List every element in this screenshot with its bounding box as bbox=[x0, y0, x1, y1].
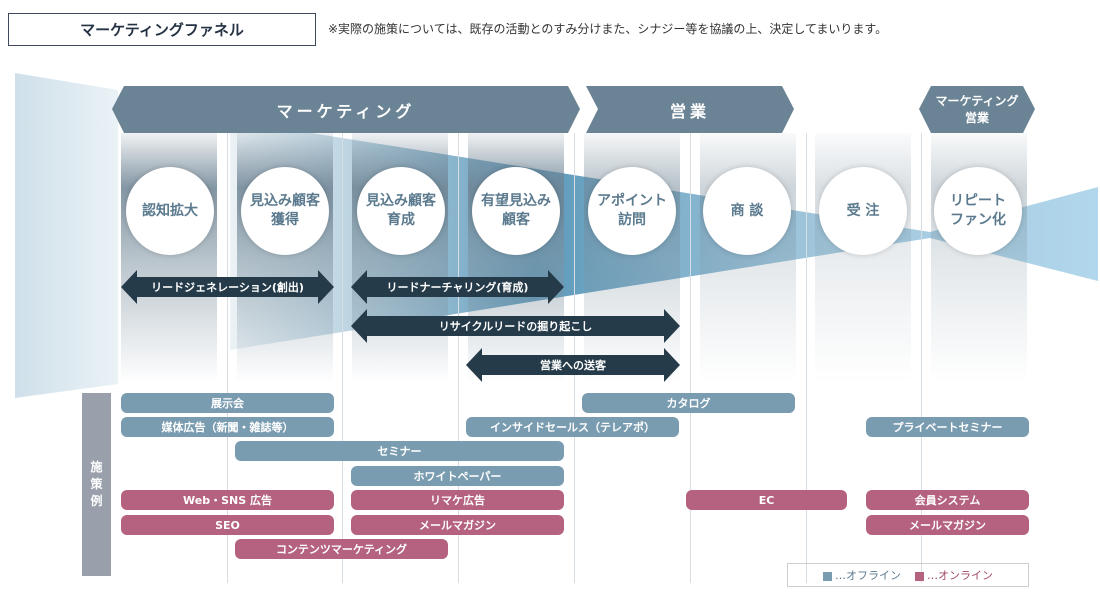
measure-mail-magazine: メールマガジン bbox=[351, 515, 564, 535]
step-label: 有望見込み bbox=[481, 193, 551, 209]
step-label: 見込み顧客 bbox=[250, 193, 320, 209]
measure-mail-magazine-2: メールマガジン bbox=[866, 515, 1029, 535]
legend: …オフライン …オンライン bbox=[787, 563, 1029, 587]
offline-swatch-icon bbox=[823, 571, 832, 581]
arrow-label: リードナーチャリング(育成) bbox=[386, 281, 529, 294]
double-arrow-icon bbox=[351, 309, 680, 343]
step-label-2: 訪問 bbox=[618, 212, 646, 228]
step-label: 認知拡大 bbox=[142, 202, 198, 219]
column-divider bbox=[806, 133, 807, 583]
step-lead-acquisition: 見込み顧客獲得 bbox=[241, 167, 329, 255]
measures-label-char: 例 bbox=[90, 494, 103, 508]
arrow-to-sales: 営業への送客 bbox=[466, 348, 680, 382]
stage-marketing-sales-line1: マーケティング bbox=[935, 93, 1019, 108]
double-arrow-icon bbox=[466, 348, 680, 382]
step-repeat-fan: リピートファン化 bbox=[934, 167, 1022, 255]
measure-ec: EC bbox=[686, 490, 847, 510]
online-swatch-icon bbox=[915, 571, 924, 581]
arrow-label: リードジェネレーション(創出) bbox=[151, 281, 304, 294]
step-awareness: 認知拡大 bbox=[126, 167, 214, 255]
measure-content-marketing: コンテンツマーケティング bbox=[235, 539, 448, 559]
stage-sales: 営業 bbox=[669, 101, 710, 121]
step-label-2: 獲得 bbox=[271, 212, 299, 228]
measures-label-char: 策 bbox=[90, 477, 103, 491]
step-label-2: 育成 bbox=[387, 212, 415, 228]
page-title: マーケティングファネル bbox=[8, 13, 316, 46]
arrow-label: リサイクルリードの掘り起こし bbox=[438, 320, 593, 333]
measure-web-sns-ads: Web・SNS 広告 bbox=[121, 490, 334, 510]
stage-marketing-sales-line2: 営業 bbox=[964, 110, 989, 125]
step-label: 見込み顧客 bbox=[366, 193, 436, 209]
legend-offline-label: …オフライン bbox=[835, 569, 901, 582]
arrow-lead-nurturing: リードナーチャリング(育成) bbox=[351, 270, 564, 304]
legend-online: …オンライン bbox=[915, 567, 993, 583]
measure-inside-sales: インサイドセールス（テレアポ） bbox=[466, 417, 679, 437]
step-label: アポイント bbox=[597, 193, 667, 209]
measure-exhibition: 展示会 bbox=[121, 393, 334, 413]
step-label-2: ファン化 bbox=[950, 212, 1006, 228]
double-arrow-icon bbox=[121, 270, 334, 304]
measure-private-seminar: プライベートセミナー bbox=[866, 417, 1029, 437]
column-divider bbox=[690, 133, 691, 583]
step-appointment: アポイント訪問 bbox=[588, 167, 676, 255]
measures-label-char: 施 bbox=[90, 460, 103, 474]
column-divider bbox=[921, 133, 922, 583]
arrow-recycle-leads: リサイクルリードの掘り起こし bbox=[351, 309, 680, 343]
measure-seo: SEO bbox=[121, 515, 334, 535]
step-qualified-lead: 有望見込み顧客 bbox=[472, 167, 560, 255]
measure-seminar: セミナー bbox=[235, 441, 564, 461]
step-label: 商 談 bbox=[730, 202, 764, 219]
measure-catalog: カタログ bbox=[582, 393, 795, 413]
step-negotiation: 商 談 bbox=[703, 167, 791, 255]
measure-member-system: 会員システム bbox=[866, 490, 1029, 510]
step-label: リピート bbox=[950, 193, 1006, 209]
arrow-label: 営業への送客 bbox=[540, 359, 606, 372]
measure-remarketing-ads: リマケ広告 bbox=[351, 490, 564, 510]
measure-media-ads: 媒体広告（新聞・雑誌等） bbox=[121, 417, 334, 437]
step-lead-nurturing: 見込み顧客育成 bbox=[357, 167, 445, 255]
measures-label: 施 策 例 bbox=[82, 393, 111, 576]
step-label-2: 顧客 bbox=[502, 212, 530, 228]
column-divider bbox=[342, 133, 343, 583]
measure-whitepaper: ホワイトペーパー bbox=[351, 466, 564, 486]
stage-marketing-sales-shape bbox=[919, 86, 1035, 133]
stage-sales-shape bbox=[586, 86, 794, 133]
stage-marketing-sales: マーケティング 営業 bbox=[919, 86, 1035, 133]
step-label: 受 注 bbox=[846, 202, 880, 219]
legend-offline: …オフライン bbox=[823, 567, 901, 583]
legend-online-label: …オンライン bbox=[927, 569, 993, 582]
arrow-lead-generation: リードジェネレーション(創出) bbox=[121, 270, 334, 304]
funnel-left-cone bbox=[15, 73, 118, 398]
header-note: ※実際の施策については、既存の活動とのすみ分けまた、シナジー等を協議の上、決定し… bbox=[328, 22, 888, 36]
step-order: 受 注 bbox=[819, 167, 907, 255]
double-arrow-icon bbox=[351, 270, 564, 304]
column-divider bbox=[227, 133, 228, 583]
column-divider bbox=[458, 133, 459, 583]
stage-marketing-shape bbox=[112, 86, 580, 133]
stage-marketing: マーケティング bbox=[276, 101, 416, 121]
